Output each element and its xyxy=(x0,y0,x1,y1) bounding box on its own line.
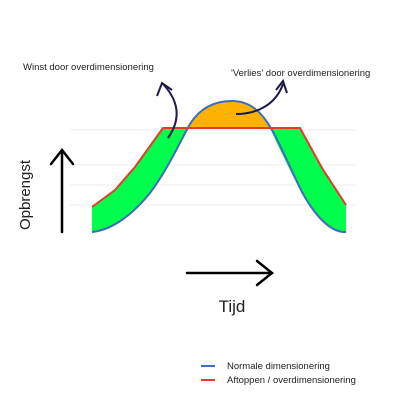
loss-arrow-head xyxy=(275,78,288,94)
gain-arrow-shaft xyxy=(162,83,178,139)
legend: Normale dimensionering Aftoppen / overdi… xyxy=(201,361,356,386)
legend-label-clipped: Aftoppen / overdimensionering xyxy=(227,375,356,386)
x-axis-label: Tijd xyxy=(219,297,246,316)
clipped-dimensioning-curve xyxy=(91,127,347,208)
loss-annotation-arrow xyxy=(235,78,288,115)
y-axis-arrow xyxy=(49,147,75,234)
gain-area-right xyxy=(270,128,346,233)
loss-area xyxy=(187,101,270,128)
x-axis-arrow xyxy=(185,259,275,287)
loss-arrow-shaft xyxy=(235,83,284,115)
legend-label-normal: Normale dimensionering xyxy=(227,361,330,372)
y-axis-label: Opbrengst xyxy=(17,159,34,230)
y-axis-head xyxy=(49,147,75,166)
loss-annotation-text: 'Verlies' door overdimensionering xyxy=(231,68,370,79)
gain-annotation-arrow xyxy=(156,81,178,139)
gain-annotation-text: Winst door overdimensionering xyxy=(23,62,154,73)
normal-dimensioning-curve xyxy=(91,99,347,234)
gain-area-left xyxy=(92,128,187,232)
x-axis-head xyxy=(255,259,275,287)
gain-arrow-head xyxy=(156,81,173,97)
